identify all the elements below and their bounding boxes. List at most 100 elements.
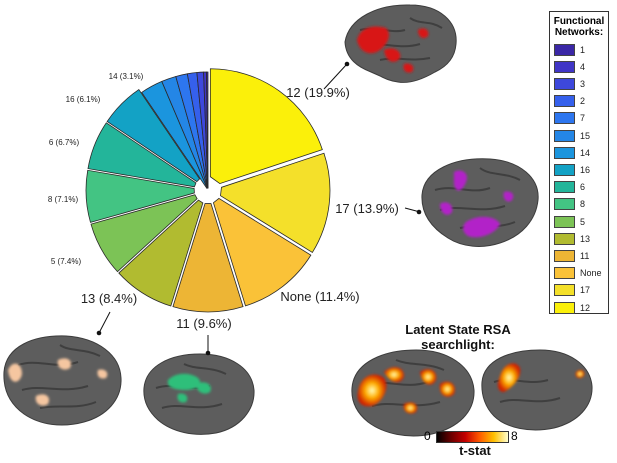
legend-label-13: 13	[580, 233, 591, 244]
rsa-brain-medial	[481, 349, 593, 431]
rsa-title-line2: searchlight:	[421, 337, 495, 352]
pie-slice-12	[209, 68, 323, 185]
legend-entry-6: 6	[554, 180, 585, 195]
legend-label-none: None	[580, 268, 602, 279]
legend-swatch-1	[554, 43, 575, 56]
legend-label-3: 3	[580, 78, 586, 89]
legend-label-5: 5	[580, 216, 586, 227]
activation-blob-11	[196, 382, 211, 394]
rsa-title: Latent State RSA searchlight:	[358, 322, 558, 352]
legend-swatch-6	[554, 181, 575, 194]
pie-slice-6	[87, 122, 197, 188]
brain-network-12	[344, 4, 457, 83]
colorbar	[436, 431, 509, 443]
legend-label-6: 6	[580, 182, 586, 193]
slice-label-16: 16 (6.1%)	[66, 95, 101, 104]
network-13-activation	[8, 358, 108, 406]
rsa-lateral-activation	[357, 367, 455, 414]
legend-swatch-7	[554, 112, 575, 125]
legend-entry-none: None	[554, 266, 602, 281]
slice-label-14: 14 (3.1%)	[109, 72, 144, 81]
legend-entry-1: 1	[554, 42, 585, 57]
legend-swatch-12	[554, 301, 575, 314]
legend-entry-7: 7	[554, 111, 585, 126]
legend-entry-17: 17	[554, 283, 590, 298]
rsa-brain-lateral	[351, 349, 475, 437]
legend-label-11: 11	[580, 250, 590, 261]
legend-title-line2: Networks:	[554, 27, 604, 38]
legend-label-14: 14	[580, 147, 591, 158]
activation-blob-17	[454, 170, 467, 191]
brain-network-13	[3, 335, 122, 426]
legend-swatch-14	[554, 146, 575, 159]
colorbar-title: t-stat	[459, 443, 491, 458]
leader-line-12	[323, 63, 348, 90]
legend-entry-8: 8	[554, 197, 585, 212]
legend-entry-5: 5	[554, 214, 585, 229]
legend-swatch-11	[554, 249, 575, 262]
leader-dot-17	[416, 209, 422, 215]
activation-blob-13	[97, 369, 108, 379]
legend-label-7: 7	[580, 113, 586, 124]
slice-label-6: 6 (6.7%)	[49, 138, 80, 147]
legend-swatch-13	[554, 232, 575, 245]
leader-dot-12	[344, 61, 350, 67]
slice-label-17: 17 (13.9%)	[335, 201, 399, 216]
legend-label-8: 8	[580, 199, 586, 210]
pie-slice-1	[206, 71, 209, 189]
legend-label-15: 15	[580, 130, 591, 141]
pie-slice-8	[85, 169, 195, 223]
activation-blob-17	[463, 216, 500, 238]
leader-line-13	[98, 311, 111, 334]
activation-blob-12	[418, 28, 429, 38]
network-17-activation	[440, 170, 514, 238]
brain-network-17	[421, 158, 539, 247]
legend-entry-11: 11	[554, 248, 589, 263]
legend-label-16: 16	[580, 164, 591, 175]
activation-blob-17	[440, 202, 453, 215]
legend-swatch-none	[554, 267, 575, 280]
legend-entry-12: 12	[554, 300, 590, 315]
activation-blob-11	[167, 373, 201, 390]
legend-label-1: 1	[580, 44, 586, 55]
network-11-activation	[167, 373, 211, 403]
pie-slice-11	[172, 203, 244, 313]
pie-slice-none	[212, 197, 312, 307]
colorbar-min-label: 0	[424, 429, 431, 443]
leader-dot-13	[96, 330, 102, 336]
pie-slice-16	[106, 89, 201, 183]
brain-network-11	[143, 353, 255, 435]
legend-entry-3: 3	[554, 76, 585, 91]
legend-entry-16: 16	[554, 162, 590, 177]
legend-title-line1: Functional	[553, 16, 605, 27]
pie-chart	[85, 68, 331, 313]
pie-slice-13	[118, 199, 204, 307]
slice-label-none: None (11.4%)	[280, 289, 359, 304]
legend-swatch-4	[554, 60, 575, 73]
legend-swatch-3	[554, 77, 575, 90]
colorbar-max-label: 8	[511, 429, 518, 443]
legend-entry-13: 13	[554, 231, 590, 246]
activation-blob-17	[503, 191, 514, 202]
activation-blob-12	[403, 63, 414, 73]
legend-swatch-2	[554, 95, 575, 108]
slice-label-11: 11 (9.6%)	[176, 316, 231, 331]
activation-blob-13	[35, 394, 50, 406]
slice-label-13: 13 (8.4%)	[81, 291, 137, 306]
pie-slice-17	[220, 152, 331, 253]
legend-label-4: 4	[580, 61, 586, 72]
legend-swatch-17	[554, 284, 575, 297]
legend-swatch-15	[554, 129, 575, 142]
slice-labels: 12 (19.9%) 17 (13.9%) None (11.4%) 11 (9.6%…	[48, 72, 399, 331]
legend-label-12: 12	[580, 302, 591, 313]
slice-label-12: 12 (19.9%)	[286, 85, 350, 100]
activation-blob-13	[8, 363, 22, 382]
leader-dot-11	[205, 350, 211, 356]
activation-blob-11	[177, 393, 188, 403]
rsa-title-line1: Latent State RSA	[405, 322, 511, 337]
legend-swatch-8	[554, 198, 575, 211]
legend-entry-14: 14	[554, 145, 590, 160]
legend-entry-4: 4	[554, 59, 585, 74]
